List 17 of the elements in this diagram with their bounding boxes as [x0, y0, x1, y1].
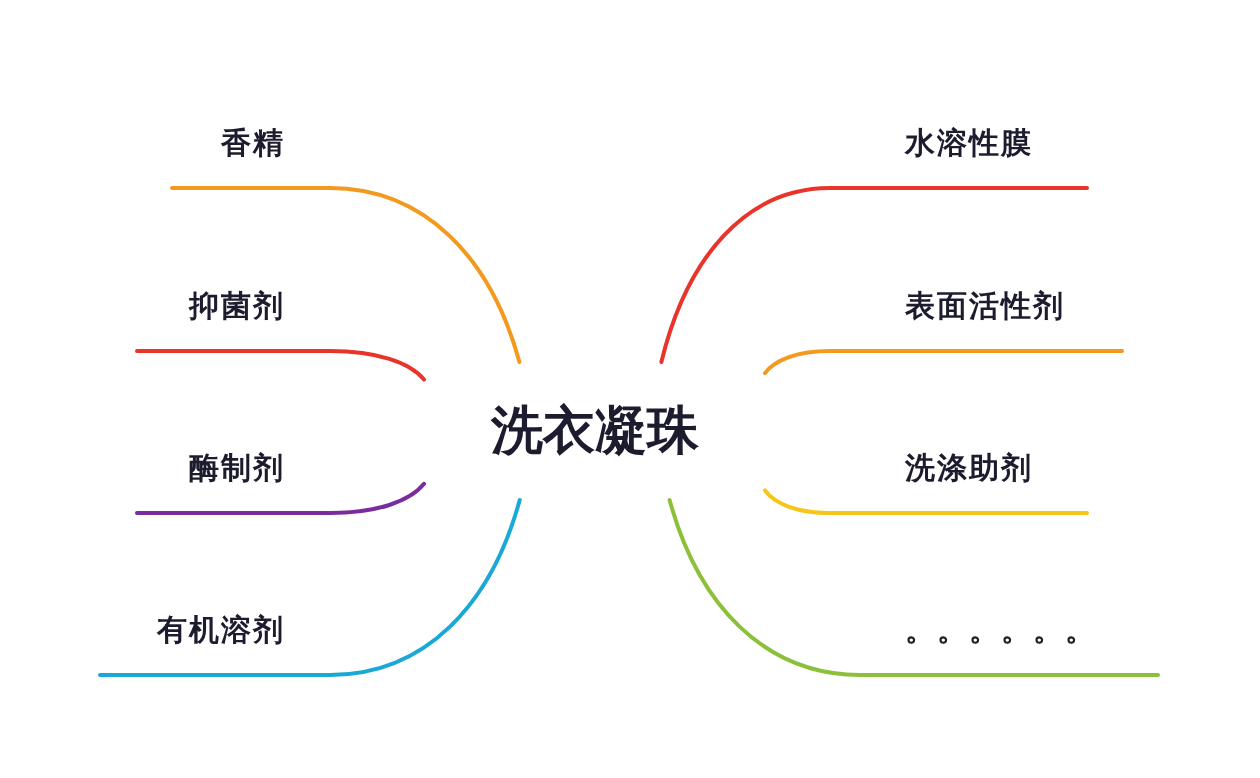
branch-label: 香精 — [221, 124, 285, 162]
branch-label: 抑菌剂 — [189, 287, 285, 325]
branch-line — [135, 481, 426, 515]
branch-label: 。。。。。。 — [905, 611, 1097, 649]
branch-label: 有机溶剂 — [157, 611, 285, 649]
branch-line — [763, 349, 1124, 376]
branch-line — [667, 498, 1160, 677]
branch-line — [135, 349, 426, 382]
branch-line — [659, 186, 1089, 364]
branch-label: 洗涤助剂 — [905, 449, 1033, 487]
branch-label: 酶制剂 — [189, 449, 285, 487]
branch-line — [170, 186, 522, 364]
branch-line — [763, 488, 1089, 515]
branch-label: 表面活性剂 — [905, 287, 1065, 325]
branch-label: 水溶性膜 — [905, 124, 1033, 162]
branch-line — [98, 498, 522, 677]
central-topic: 洗衣凝珠 — [490, 399, 699, 462]
